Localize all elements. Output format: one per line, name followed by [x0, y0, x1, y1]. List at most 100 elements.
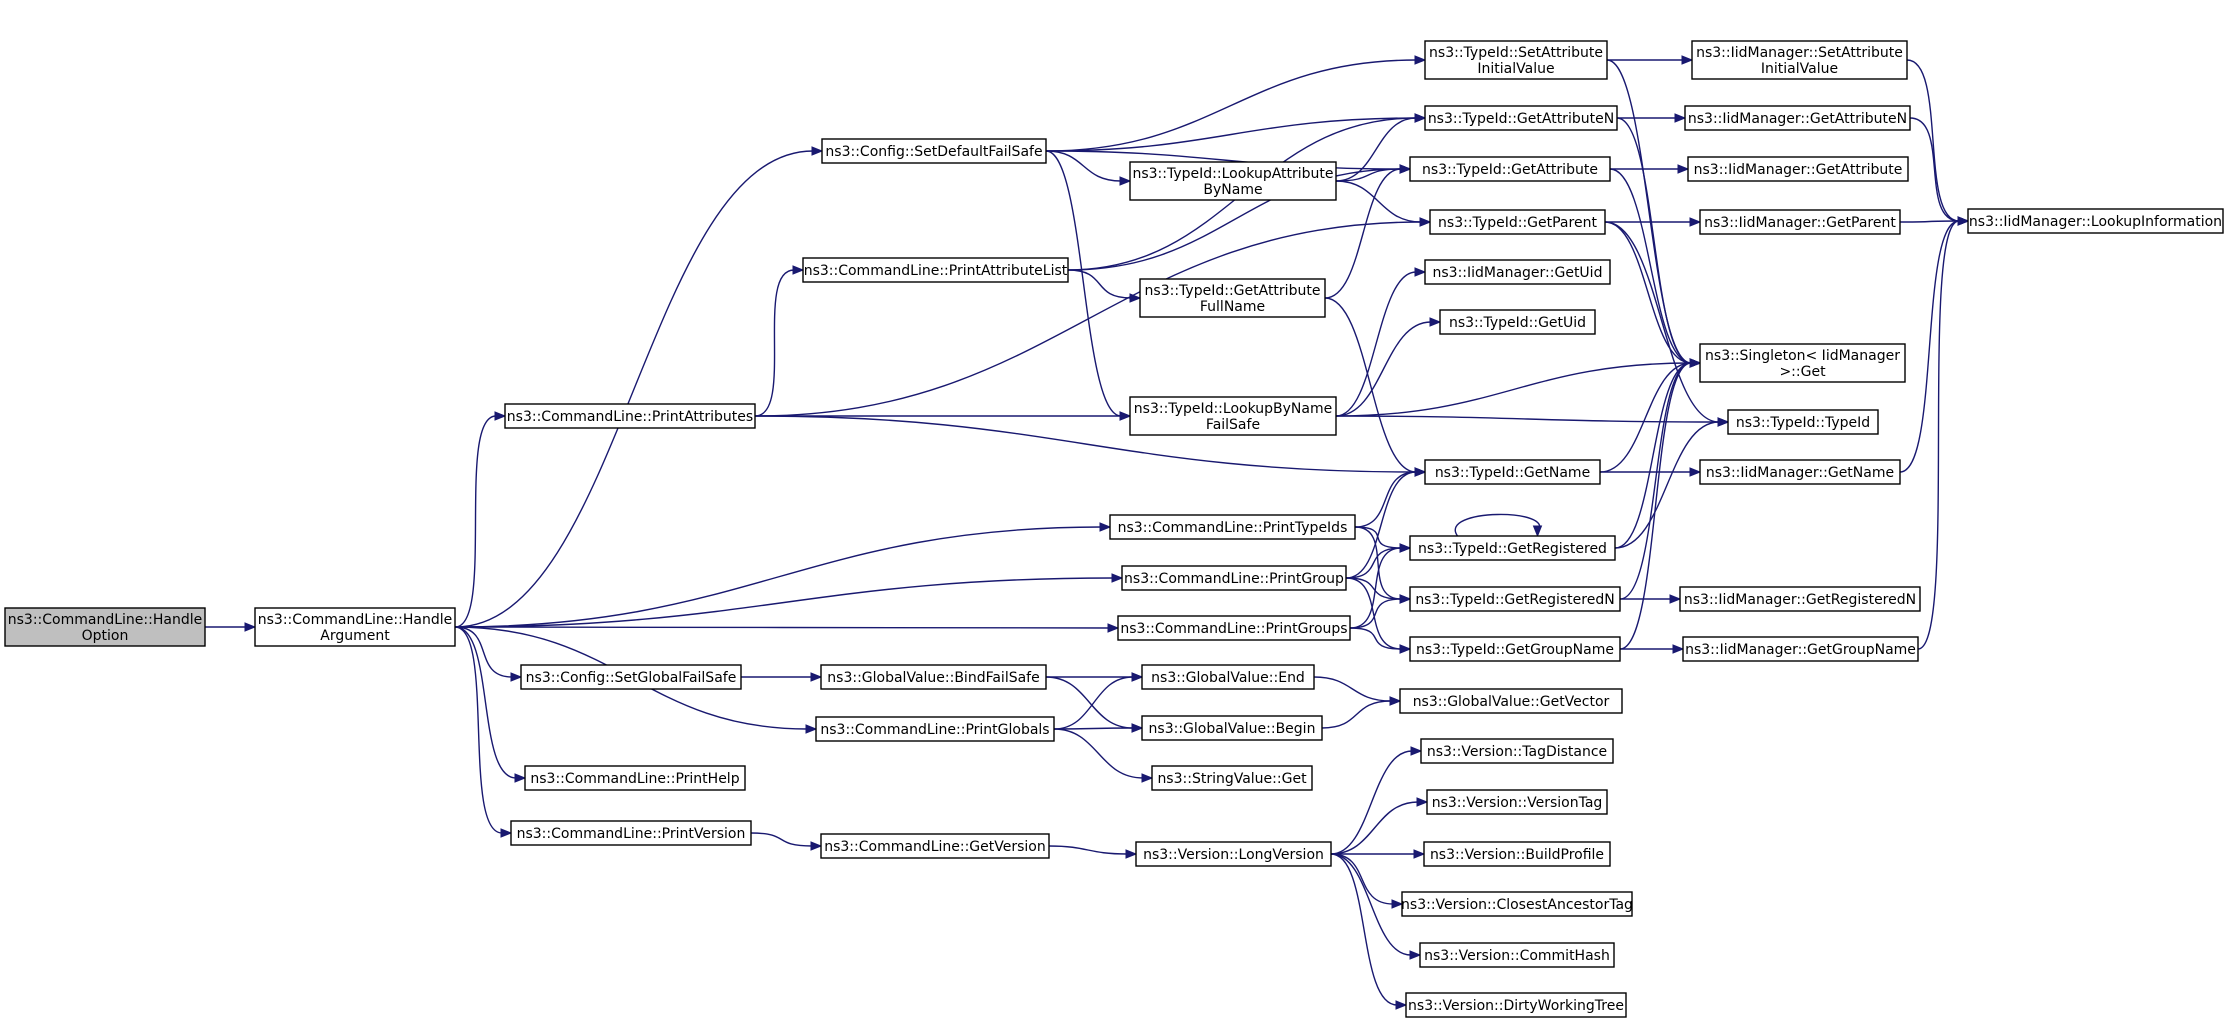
node-box — [1727, 409, 1879, 435]
edge-bind-failsafe-to-gv-begin — [1045, 676, 1144, 733]
node-label: ns3::TypeId::GetUid — [1449, 315, 1586, 331]
node-label: ns3::Version::ClosestAncestorTag — [1401, 897, 1633, 913]
node-get-group-name[interactable]: ns3::TypeId::GetGroupName — [1409, 636, 1621, 662]
node-string-value-get[interactable]: ns3::StringValue::Get — [1151, 765, 1313, 791]
edge-print-attributes-to-lookup-byname-failsafe — [754, 411, 1132, 421]
node-long-version[interactable]: ns3::Version::LongVersion — [1135, 841, 1332, 867]
node-label: ns3::TypeId::GetAttributeN — [1428, 111, 1614, 127]
node-label: ns3::CommandLine::PrintGlobals — [820, 722, 1049, 738]
edge-lookup-byname-failsafe-to-typeid-get-uid — [1335, 317, 1442, 417]
node-label: ns3::IidManager::GetAttributeN — [1688, 111, 1907, 127]
edge-get-parent-to-iid-get-parent — [1605, 217, 1702, 227]
node-gv-end[interactable]: ns3::GlobalValue::End — [1141, 664, 1315, 690]
node-label: ns3::TypeId::GetParent — [1438, 215, 1597, 231]
node-box — [1682, 636, 1919, 662]
node-box — [1401, 891, 1633, 917]
node-label: ns3::TypeId::LookupByName — [1134, 401, 1332, 417]
node-build-profile[interactable]: ns3::Version::BuildProfile — [1423, 841, 1611, 867]
edge-set-global-failsafe-to-bind-failsafe — [741, 672, 823, 682]
node-get-attribute-n[interactable]: ns3::TypeId::GetAttributeN — [1424, 105, 1618, 131]
node-iid-get-registered-n[interactable]: ns3::IidManager::GetRegisteredN — [1679, 586, 1921, 612]
node-label: ns3::TypeId::GetRegisteredN — [1415, 592, 1614, 608]
node-box — [1420, 738, 1614, 764]
edge-get-version-to-long-version — [1048, 845, 1138, 859]
node-iid-get-group-name[interactable]: ns3::IidManager::GetGroupName — [1682, 636, 1919, 662]
node-gv-begin[interactable]: ns3::GlobalValue::Begin — [1141, 715, 1323, 741]
node-box — [1967, 208, 2224, 234]
node-label: ns3::Version::DirtyWorkingTree — [1408, 998, 1624, 1014]
node-label: ns3::CommandLine::PrintAttributeList — [804, 263, 1068, 279]
node-dirty-working-tree[interactable]: ns3::Version::DirtyWorkingTree — [1405, 992, 1627, 1018]
node-get-registered[interactable]: ns3::TypeId::GetRegistered — [1409, 535, 1616, 561]
node-box — [1679, 586, 1921, 612]
node-bind-failsafe[interactable]: ns3::GlobalValue::BindFailSafe — [820, 664, 1047, 690]
node-print-attributes[interactable]: ns3::CommandLine::PrintAttributes — [504, 403, 756, 429]
node-box — [1699, 209, 1901, 235]
node-label: ns3::Version::TagDistance — [1427, 744, 1607, 760]
node-box — [821, 138, 1047, 164]
node-label: ns3::Singleton< IidManager — [1705, 348, 1900, 364]
node-label: ns3::CommandLine::PrintGroups — [1120, 621, 1347, 637]
node-iid-lookup-information[interactable]: ns3::IidManager::LookupInformation — [1967, 208, 2224, 234]
node-box — [802, 257, 1069, 283]
edge-iid-get-group-name-to-iid-lookup-information — [1917, 216, 1970, 650]
edge-iid-get-attribute-n-to-iid-lookup-information — [1909, 117, 1970, 226]
node-box — [4, 607, 206, 647]
node-tag-distance[interactable]: ns3::Version::TagDistance — [1420, 738, 1614, 764]
node-print-group[interactable]: ns3::CommandLine::PrintGroup — [1121, 565, 1347, 591]
node-get-version[interactable]: ns3::CommandLine::GetVersion — [820, 833, 1050, 859]
node-gv-get-vector[interactable]: ns3::GlobalValue::GetVector — [1399, 688, 1623, 714]
edge-long-version-to-build-profile — [1331, 849, 1426, 859]
node-iid-get-attribute-n[interactable]: ns3::IidManager::GetAttributeN — [1684, 105, 1911, 131]
node-iid-get-attribute[interactable]: ns3::IidManager::GetAttribute — [1687, 156, 1909, 182]
node-get-registered-n[interactable]: ns3::TypeId::GetRegisteredN — [1409, 586, 1621, 612]
node-box — [524, 765, 746, 791]
node-singleton-get[interactable]: ns3::Singleton< IidManager >::Get — [1699, 343, 1906, 383]
node-label: ns3::Config::SetGlobalFailSafe — [526, 670, 737, 686]
node-set-global-failsafe[interactable]: ns3::Config::SetGlobalFailSafe — [520, 664, 742, 690]
node-print-globals[interactable]: ns3::CommandLine::PrintGlobals — [815, 716, 1055, 742]
node-box — [1439, 309, 1596, 335]
node-version-tag[interactable]: ns3::Version::VersionTag — [1426, 789, 1608, 815]
node-print-typeids[interactable]: ns3::CommandLine::PrintTypeIds — [1109, 514, 1356, 540]
node-box — [254, 607, 456, 647]
node-iid-set-attribute-initial[interactable]: ns3::IidManager::SetAttributeInitialValu… — [1691, 40, 1908, 80]
node-print-groups[interactable]: ns3::CommandLine::PrintGroups — [1117, 615, 1351, 641]
node-label: ns3::CommandLine::PrintHelp — [530, 771, 739, 787]
node-label: InitialValue — [1761, 61, 1838, 77]
node-label: ns3::GlobalValue::Begin — [1149, 721, 1316, 737]
node-label: ns3::GlobalValue::End — [1151, 670, 1305, 686]
node-label: ns3::StringValue::Get — [1157, 771, 1307, 787]
edge-lookup-byname-failsafe-to-iid-get-uid — [1335, 267, 1427, 417]
call-nodes: ns3::CommandLine::HandleOptionns3::Comma… — [4, 40, 2224, 1018]
node-print-attribute-list[interactable]: ns3::CommandLine::PrintAttributeList — [802, 257, 1069, 283]
node-get-parent[interactable]: ns3::TypeId::GetParent — [1429, 209, 1606, 235]
node-set-default-failsafe[interactable]: ns3::Config::SetDefaultFailSafe — [821, 138, 1047, 164]
edge-get-registered-to-get-registered — [1454, 513, 1543, 538]
node-get-attribute[interactable]: ns3::TypeId::GetAttribute — [1409, 156, 1611, 182]
node-commit-hash[interactable]: ns3::Version::CommitHash — [1419, 942, 1615, 968]
edge-print-attributes-to-get-parent — [754, 217, 1432, 417]
node-box — [1429, 209, 1606, 235]
edge-get-registered-n-to-iid-get-registered-n — [1620, 594, 1682, 604]
node-box — [510, 820, 752, 846]
node-print-version[interactable]: ns3::CommandLine::PrintVersion — [510, 820, 752, 846]
node-typeid-get-uid[interactable]: ns3::TypeId::GetUid — [1439, 309, 1596, 335]
node-iid-get-name[interactable]: ns3::IidManager::GetName — [1699, 459, 1901, 485]
edge-lookup-byname-failsafe-to-singleton-get — [1335, 358, 1702, 417]
node-typeid-ctor[interactable]: ns3::TypeId::TypeId — [1727, 409, 1879, 435]
edge-get-attribute-n-to-iid-get-attribute-n — [1617, 113, 1687, 123]
node-print-help[interactable]: ns3::CommandLine::PrintHelp — [524, 765, 746, 791]
node-box — [1424, 40, 1608, 80]
edge-gv-begin-to-gv-get-vector — [1321, 696, 1402, 729]
node-get-name[interactable]: ns3::TypeId::GetName — [1424, 459, 1601, 485]
node-iid-get-uid[interactable]: ns3::IidManager::GetUid — [1424, 259, 1611, 285]
node-iid-get-parent[interactable]: ns3::IidManager::GetParent — [1699, 209, 1901, 235]
node-closest-ancestor-tag[interactable]: ns3::Version::ClosestAncestorTag — [1401, 891, 1633, 917]
